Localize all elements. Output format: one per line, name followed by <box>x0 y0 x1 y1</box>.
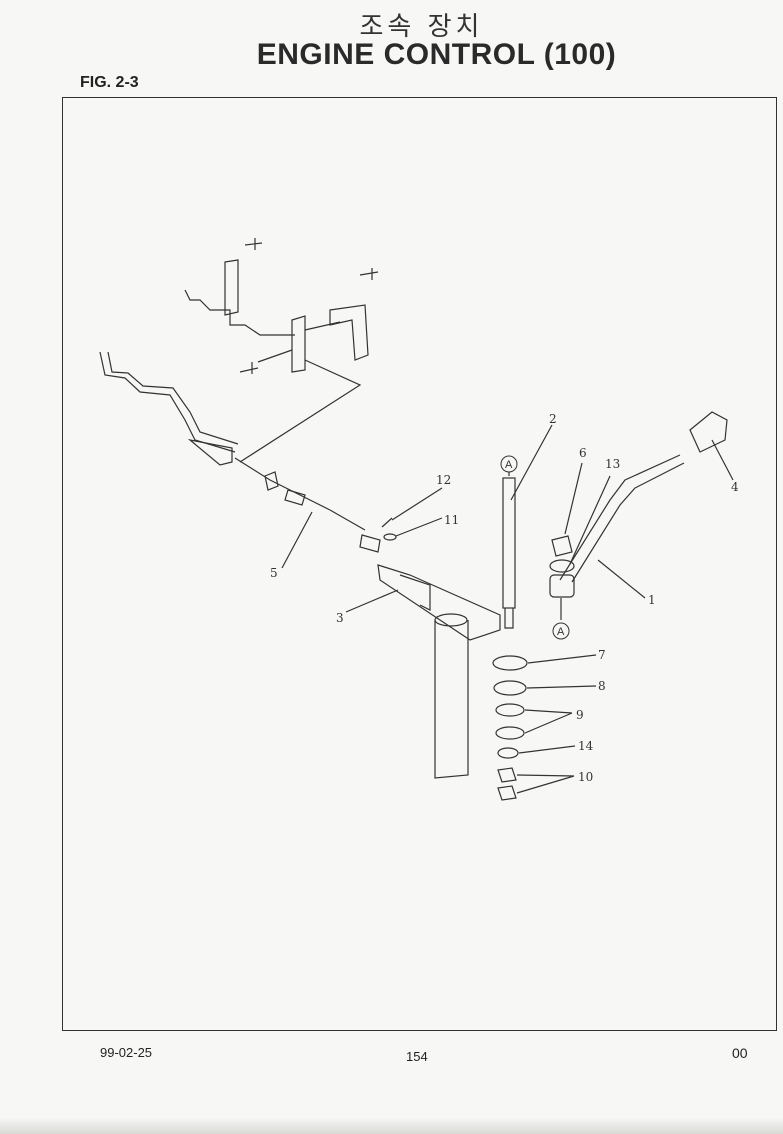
washer-13 <box>549 559 575 573</box>
lever-boss <box>549 574 575 598</box>
lever-arm-upper <box>559 454 681 581</box>
pin-12 <box>381 517 393 528</box>
leader-9 <box>524 709 573 734</box>
cable <box>234 457 366 531</box>
drawing-lines <box>99 238 734 801</box>
ref-marker-bottom <box>552 622 570 640</box>
cable-clamp <box>264 471 279 491</box>
upper-bracket-center <box>291 315 306 373</box>
upper-bracket-left <box>224 259 239 316</box>
cap-nut <box>551 535 573 557</box>
throttle-rod-lower <box>107 351 239 445</box>
clip-1 <box>244 238 263 250</box>
nut-10a <box>497 767 517 783</box>
callout-2: 2 <box>549 412 557 426</box>
callout-8: 8 <box>598 679 606 693</box>
diagram-frame <box>62 97 777 1031</box>
callout-10: 10 <box>578 770 593 784</box>
figure-label: FIG. 2-3 <box>80 74 139 91</box>
upper-shaft <box>304 321 341 331</box>
scan-edge <box>0 1118 783 1134</box>
footer-date: 99-02-25 <box>100 1045 153 1060</box>
upper-bracket-right <box>329 304 369 361</box>
leader-3 <box>345 589 399 613</box>
reference-markers <box>500 455 570 640</box>
cable-fitting <box>284 489 306 506</box>
washer-11 <box>383 533 397 541</box>
lever-bracket <box>377 564 501 641</box>
ref-marker-top-label: A <box>505 459 513 471</box>
leader-13 <box>569 475 611 565</box>
leader-4 <box>711 439 734 481</box>
nut-10b <box>497 785 517 801</box>
grip <box>689 411 728 453</box>
leader-8 <box>526 685 597 689</box>
stud-thread <box>504 608 514 629</box>
leader-2 <box>510 424 553 501</box>
throttle-rod-upper <box>99 351 236 453</box>
washer-7 <box>492 655 528 671</box>
leader-6 <box>564 462 583 535</box>
callout-4: 4 <box>731 480 739 494</box>
leader-5 <box>281 511 313 569</box>
leader-14 <box>518 745 576 754</box>
lever-bracket-flange <box>399 574 431 611</box>
washer-9a <box>495 703 525 717</box>
clip-3-rod <box>257 349 293 363</box>
leader-11 <box>395 517 443 537</box>
clip-2 <box>359 268 379 280</box>
lever-arm-lower <box>571 462 685 583</box>
ref-marker-top <box>500 455 518 473</box>
cable-end <box>359 534 381 553</box>
callout-1: 1 <box>648 593 656 607</box>
callout-14: 14 <box>578 739 594 753</box>
callout-12: 12 <box>436 473 451 487</box>
revision-number: 00 <box>732 1045 748 1061</box>
leader-bracket <box>239 359 362 463</box>
leader-7 <box>527 654 597 664</box>
page-title-korean: 조속 장치 <box>359 12 484 42</box>
leader-12 <box>391 487 443 521</box>
washer-9b <box>495 726 525 740</box>
stud <box>502 477 516 609</box>
clip-3 <box>239 362 259 374</box>
page-number: 154 <box>406 1049 428 1064</box>
leader-10 <box>516 774 575 794</box>
callout-9: 9 <box>576 708 584 722</box>
callout-13: 13 <box>605 457 620 471</box>
callout-7: 7 <box>598 648 606 662</box>
rod-end-bracket <box>187 438 233 466</box>
washer-14 <box>497 747 519 759</box>
callout-3: 3 <box>336 611 344 625</box>
callout-5: 5 <box>270 566 278 580</box>
washer-8 <box>493 680 527 696</box>
leader-1 <box>597 559 646 599</box>
mount-post <box>434 620 469 779</box>
callout-6: 6 <box>579 446 587 460</box>
callout-11: 11 <box>444 513 459 527</box>
page-title: ENGINE CONTROL (100) <box>256 38 617 71</box>
mount-post-top <box>434 613 468 627</box>
upper-linkage <box>184 289 295 336</box>
ref-marker-bottom-label: A <box>557 626 565 638</box>
